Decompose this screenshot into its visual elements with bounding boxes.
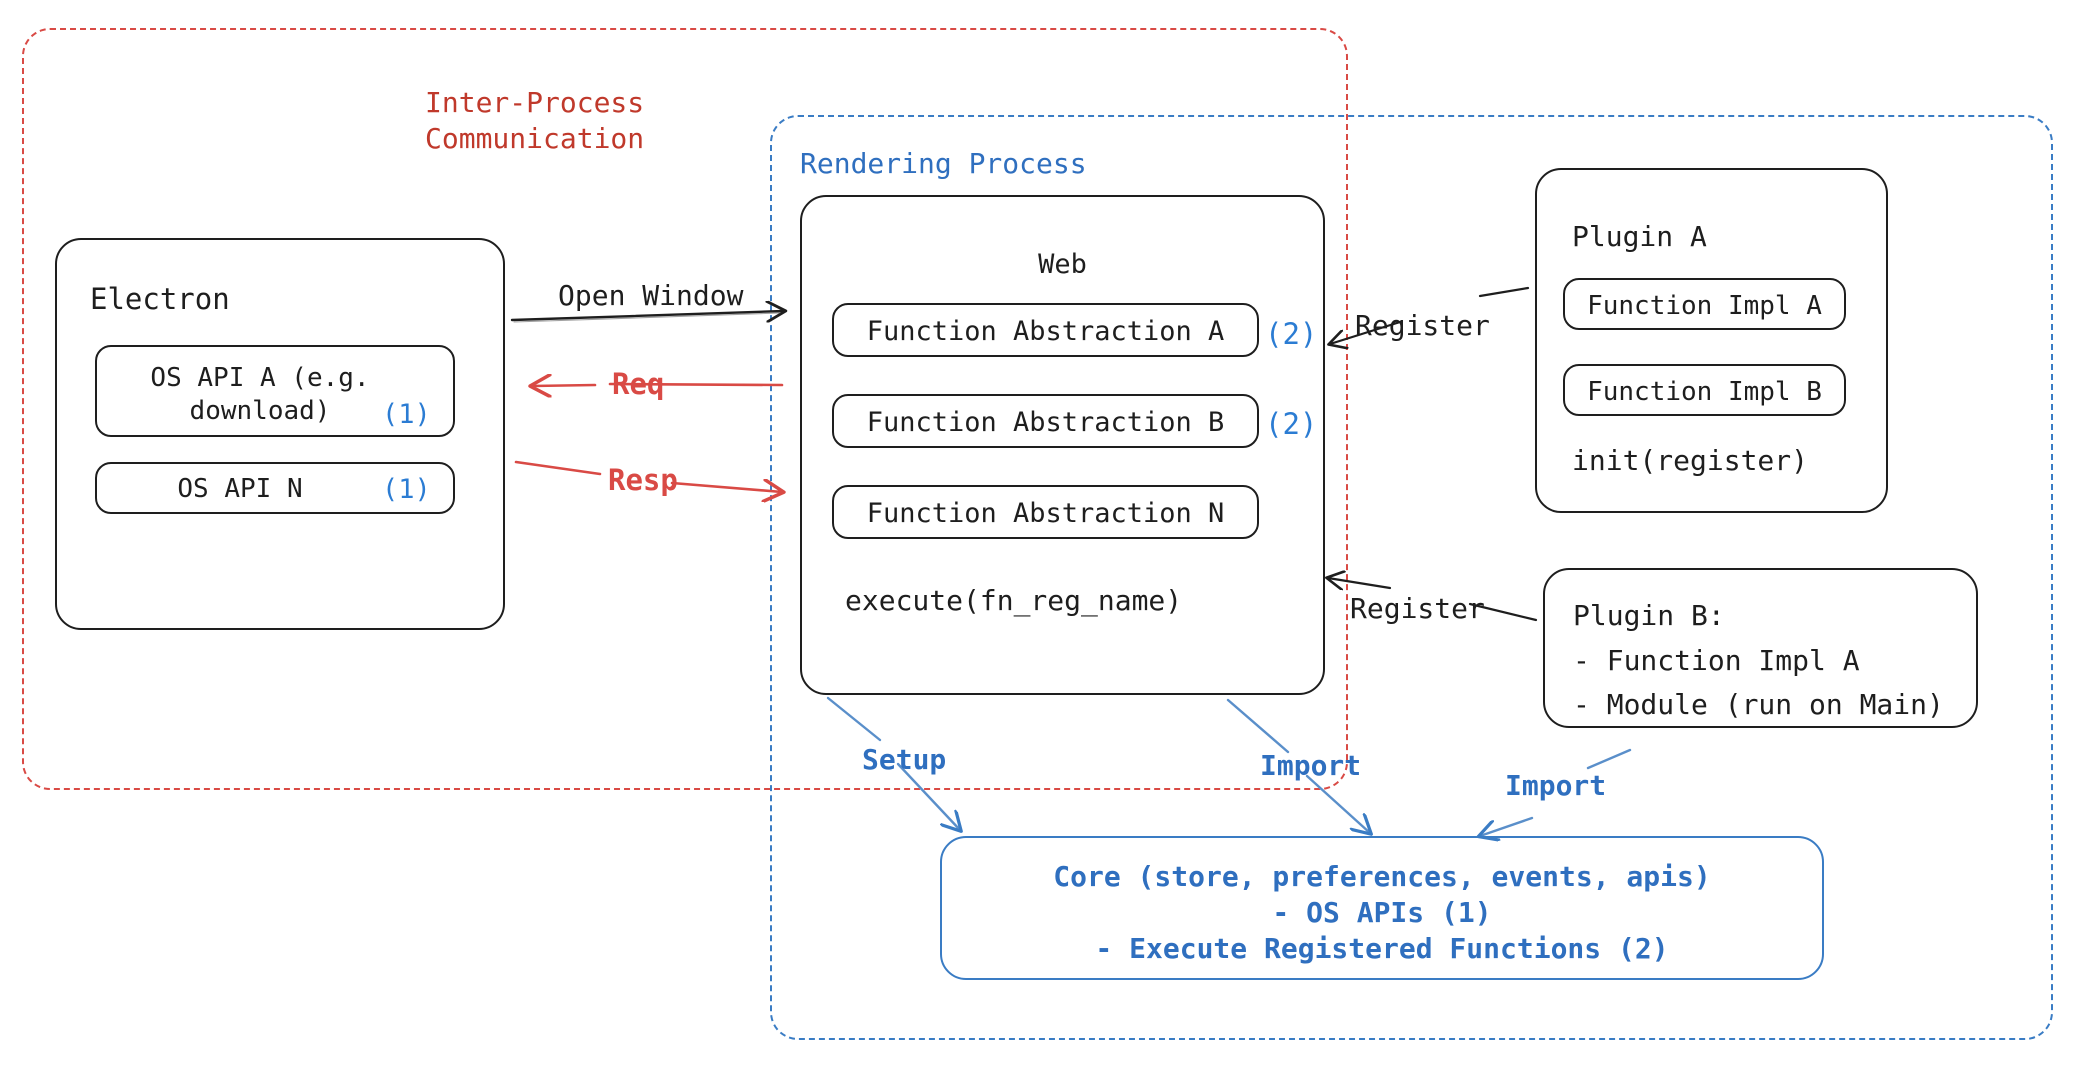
- plugin-a-init-label: init(register): [1572, 444, 1809, 477]
- os-api-a-box[interactable]: [95, 345, 455, 437]
- edge-label-import-web: Import: [1260, 749, 1362, 782]
- function-impl-b-box[interactable]: [1563, 364, 1846, 416]
- function-abstraction-b-box[interactable]: [832, 394, 1259, 448]
- os-api-n-box[interactable]: [95, 462, 455, 514]
- group-inter-process-communication: [22, 28, 1348, 790]
- core-box[interactable]: Core (store, preferences, events, apis) …: [940, 836, 1824, 980]
- os-api-n-tag: (1): [382, 474, 431, 505]
- edge-label-import-plugin-b: Import: [1505, 769, 1607, 802]
- plugin-b-line-1: - Function Impl A: [1573, 644, 1860, 677]
- group-rendering-process: [770, 115, 2053, 1040]
- core-line-2: - Execute Registered Functions (2): [1095, 932, 1669, 965]
- os-api-n-label: OS API N: [177, 474, 303, 504]
- edge-label-register-plugin-a: Register: [1355, 309, 1490, 342]
- plugin-b-line-2: - Module (run on Main): [1573, 688, 1944, 721]
- edge-label-req: Req: [612, 367, 665, 401]
- function-abstraction-n-label: Function Abstraction N: [866, 498, 1225, 529]
- core-line-1: - OS APIs (1): [1272, 896, 1492, 929]
- edge-label-register-plugin-b: Register: [1350, 592, 1485, 625]
- os-api-a-label: OS API A (e.g. download): [150, 363, 370, 427]
- core-line-0: Core (store, preferences, events, apis): [1053, 860, 1711, 893]
- function-abstraction-a-label: Function Abstraction A: [866, 316, 1225, 347]
- function-abstraction-n-box[interactable]: [832, 485, 1259, 539]
- plugin-b-box[interactable]: [1543, 568, 1978, 728]
- web-title: Web: [1038, 249, 1087, 280]
- function-abstraction-b-label: Function Abstraction B: [866, 407, 1225, 438]
- group-title-ipc: Inter-Process Communication: [425, 86, 645, 156]
- function-impl-a-box[interactable]: [1563, 278, 1846, 330]
- edge-label-setup: Setup: [862, 743, 947, 776]
- os-api-a-tag: (1): [382, 399, 431, 430]
- function-abstraction-a-box[interactable]: [832, 303, 1259, 357]
- plugin-a-title: Plugin A: [1572, 220, 1707, 253]
- function-impl-a-label: Function Impl A: [1587, 291, 1822, 321]
- electron-title: Electron: [90, 282, 230, 316]
- function-abstraction-b-tag: (2): [1265, 407, 1318, 441]
- edge-label-resp: Resp: [608, 463, 678, 497]
- group-title-rendering-process: Rendering Process: [800, 147, 1087, 180]
- function-abstraction-a-tag: (2): [1265, 317, 1318, 351]
- web-execute-label: execute(fn_reg_name): [845, 584, 1183, 617]
- plugin-a-box[interactable]: [1535, 168, 1888, 513]
- function-impl-b-label: Function Impl B: [1587, 377, 1822, 407]
- edge-label-open-window: Open Window: [558, 279, 744, 312]
- plugin-b-line-0: Plugin B:: [1573, 599, 1725, 632]
